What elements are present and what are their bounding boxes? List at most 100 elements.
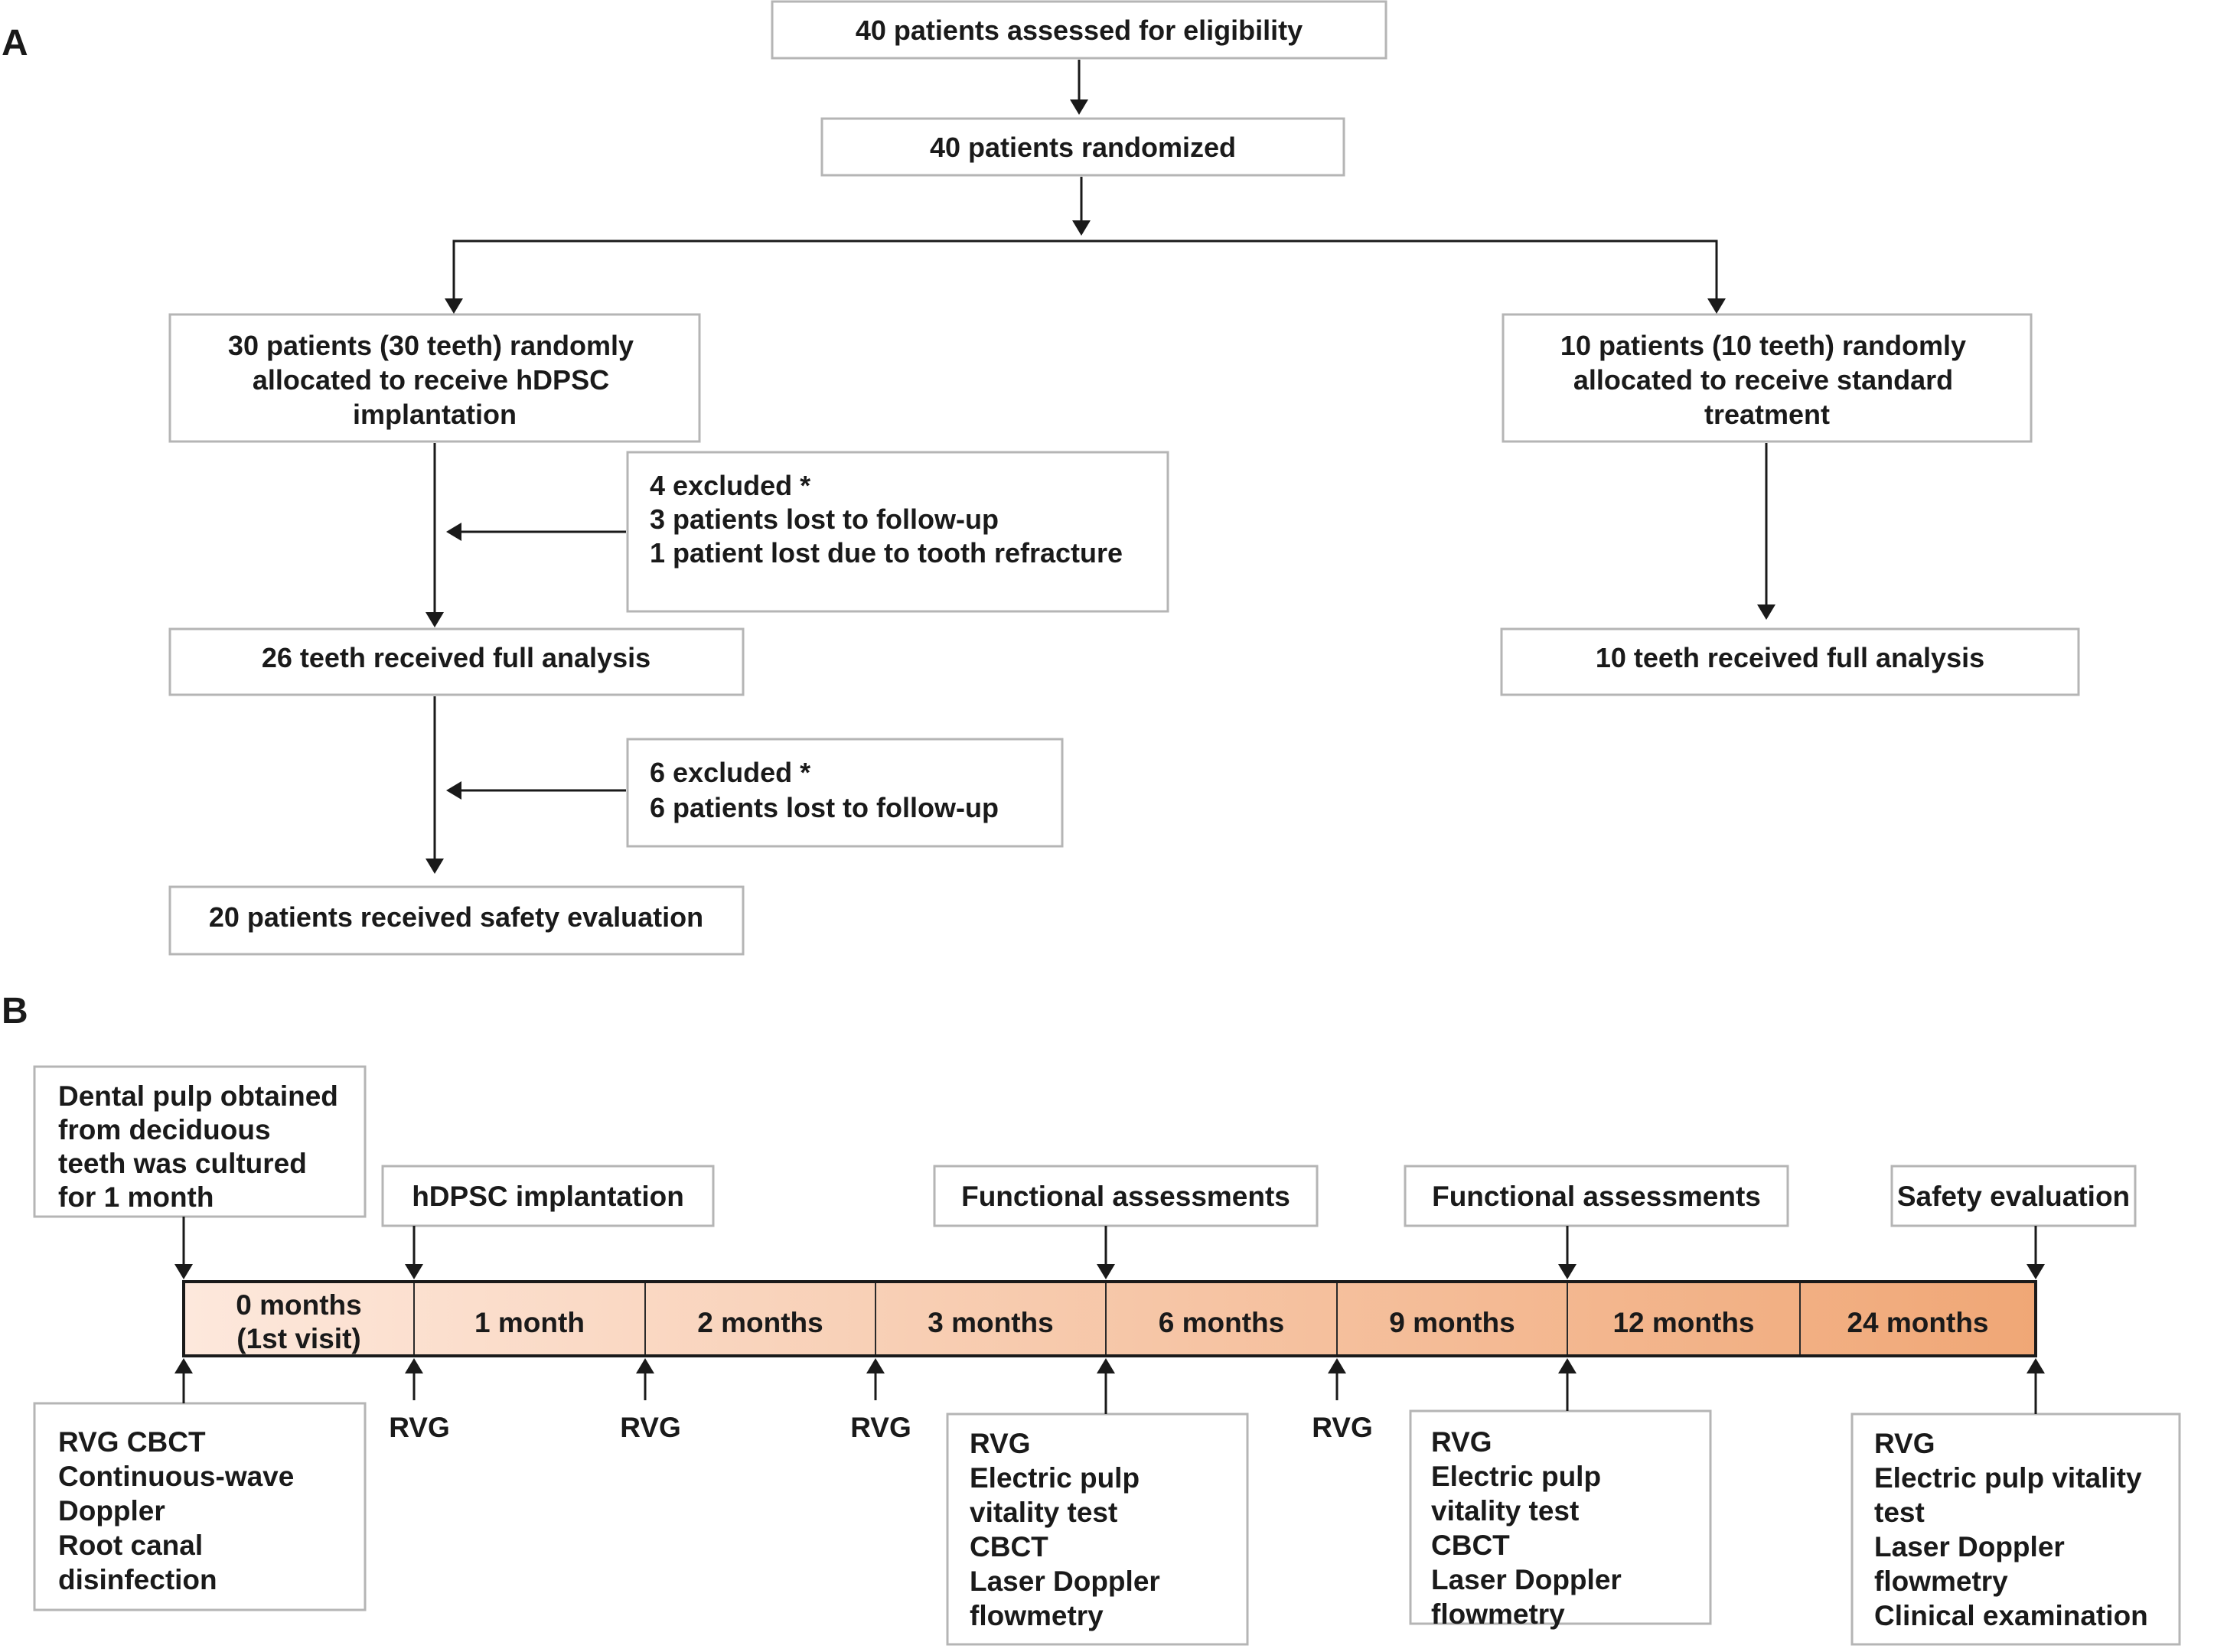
arrowhead-up bbox=[1097, 1358, 1115, 1373]
arrowhead-down bbox=[426, 612, 444, 627]
timeline-bottom-event-text-line: Root canal bbox=[58, 1530, 203, 1561]
right-allocation-text: 10 patients (10 teeth) randomly allocate… bbox=[1560, 330, 1974, 430]
timeline-rvg-label: RVG bbox=[850, 1412, 911, 1443]
timeline-segment-label-line: 24 months bbox=[1847, 1307, 1988, 1338]
timeline-top-event-text-line: Functional assessments bbox=[961, 1181, 1290, 1212]
timeline-top-event-box bbox=[33, 1065, 367, 1218]
timeline-bottom-event-text-line: CBCT bbox=[970, 1531, 1048, 1562]
arrowhead-up bbox=[1558, 1358, 1577, 1373]
timeline-bottom-event-text-line: Laser Doppler bbox=[1431, 1564, 1622, 1595]
right-allocation-line: treatment bbox=[1704, 399, 1830, 430]
timeline-bottom-event-box bbox=[946, 1413, 1249, 1646]
exclusion-1-text: 4 excluded * 3 patients lost to follow-u… bbox=[650, 470, 1123, 569]
arrowhead-up bbox=[1328, 1358, 1346, 1373]
arrowhead-left bbox=[446, 523, 461, 541]
timeline-bottom-event-text-line: Laser Doppler bbox=[1874, 1531, 2065, 1562]
left-allocation-line: allocated to receive hDPSC bbox=[253, 364, 609, 396]
timeline-top-event-text-line: Functional assessments bbox=[1432, 1181, 1761, 1212]
timeline-bottom-event-box bbox=[1850, 1413, 2181, 1646]
timeline-segment-label: 12 months bbox=[1612, 1307, 1754, 1338]
timeline-top-event-text: Functional assessments bbox=[961, 1181, 1290, 1212]
timeline-bottom-event: RVG bbox=[1312, 1412, 1373, 1443]
assessed-text: 40 patients assessed for eligibility bbox=[856, 15, 1303, 46]
timeline-segment-label-line: 2 months bbox=[697, 1307, 823, 1338]
timeline-bottom-event-text-line: Laser Doppler bbox=[970, 1566, 1160, 1597]
arrowhead-up bbox=[636, 1358, 654, 1373]
timeline-rvg-label-line: RVG bbox=[1312, 1412, 1373, 1443]
exclusion-1-line: 3 patients lost to follow-up bbox=[650, 503, 999, 535]
timeline-rvg-label-line: RVG bbox=[850, 1412, 911, 1443]
timeline-segment-label: 0 months(1st visit) bbox=[236, 1289, 361, 1354]
timeline-bottom-event-text-line: RVG bbox=[1874, 1428, 1935, 1459]
timeline-bar bbox=[184, 1282, 2036, 1356]
exclusion-2-line: 6 patients lost to follow-up bbox=[650, 792, 999, 823]
arrowhead-down bbox=[1558, 1264, 1577, 1279]
timeline-top-event-text: Functional assessments bbox=[1432, 1181, 1761, 1212]
assessed-node: 40 patients assessed for eligibility bbox=[771, 0, 1387, 60]
timeline-segment-label-line: (1st visit) bbox=[236, 1323, 360, 1354]
right-analysis-text: 10 teeth received full analysis bbox=[1596, 642, 1984, 673]
timeline-segment-label-line: 12 months bbox=[1612, 1307, 1754, 1338]
timeline-top-event-text-line: Safety evaluation bbox=[1897, 1181, 2130, 1212]
timeline-top-event: Safety evaluation bbox=[1890, 1165, 2137, 1227]
timeline-bottom-event-box bbox=[33, 1402, 367, 1611]
exclusion-2-text: 6 excluded * 6 patients lost to follow-u… bbox=[650, 757, 999, 823]
timeline-bottom-event-text-line: Electric pulp bbox=[1431, 1461, 1601, 1492]
timeline-bottom-event-text-line: Clinical examination bbox=[1874, 1600, 2148, 1631]
panel-label-b: B bbox=[2, 991, 28, 1031]
timeline-segment-label: 24 months bbox=[1847, 1307, 1988, 1338]
timeline-segment-label: 3 months bbox=[928, 1307, 1053, 1338]
timeline-top-event-text-line: from deciduous bbox=[58, 1114, 271, 1145]
left-allocation-line: 30 patients (30 teeth) randomly bbox=[228, 330, 634, 361]
timeline-frame bbox=[182, 1280, 2037, 1357]
timeline-bottom-event: RVG bbox=[620, 1412, 681, 1443]
timeline-bottom-event-text-line: RVG bbox=[1431, 1426, 1492, 1458]
timeline-segment-label: 2 months bbox=[697, 1307, 823, 1338]
timeline-segment-label: 1 month bbox=[474, 1307, 585, 1338]
arrowhead-down bbox=[445, 298, 463, 314]
arrowhead-down bbox=[1070, 99, 1088, 115]
arrowhead-down bbox=[2027, 1264, 2045, 1279]
arrowhead-down bbox=[1707, 298, 1726, 314]
timeline-bottom-event-box bbox=[1409, 1409, 1712, 1625]
right-allocation-line: 10 patients (10 teeth) randomly bbox=[1560, 330, 1966, 361]
arrowhead-down bbox=[1072, 220, 1091, 236]
timeline-bottom-event-text-line: disinfection bbox=[58, 1564, 217, 1595]
left-allocation-text: 30 patients (30 teeth) randomly allocate… bbox=[228, 330, 641, 430]
timeline-bottom-event-text-line: Doppler bbox=[58, 1495, 165, 1527]
timeline-segment-label-line: 3 months bbox=[928, 1307, 1053, 1338]
randomized-node: 40 patients randomized bbox=[820, 117, 1345, 177]
left-allocation-line: implantation bbox=[353, 399, 517, 430]
right-allocation-node: 10 patients (10 teeth) randomly allocate… bbox=[1502, 313, 2033, 443]
flow-connectors bbox=[426, 60, 1775, 874]
exclusion-1-line: 1 patient lost due to tooth refracture bbox=[650, 537, 1123, 569]
timeline-top-event: hDPSC implantation bbox=[381, 1165, 715, 1227]
arrowhead-left bbox=[446, 781, 461, 800]
timeline-bottom-event-text-line: flowmetry bbox=[1431, 1598, 1565, 1630]
timeline-segment-label-line: 0 months bbox=[236, 1289, 361, 1321]
arrowhead-up bbox=[174, 1358, 193, 1373]
timeline-top-event-box bbox=[1404, 1165, 1789, 1227]
right-analysis-node: 10 teeth received full analysis bbox=[1500, 627, 2080, 696]
arrowhead-up bbox=[405, 1358, 423, 1373]
timeline-top-event-box bbox=[1890, 1165, 2137, 1227]
timeline-segment-label-line: 1 month bbox=[474, 1307, 585, 1338]
timeline-top-event-text: Safety evaluation bbox=[1897, 1181, 2130, 1212]
right-allocation-line: allocated to receive standard bbox=[1573, 364, 1953, 396]
exclusion-2-line: 6 excluded * bbox=[650, 757, 810, 788]
timeline-segment-label: 6 months bbox=[1159, 1307, 1284, 1338]
left-analysis-node: 26 teeth received full analysis bbox=[168, 627, 745, 696]
timeline-top-event-box bbox=[933, 1165, 1319, 1227]
exclusion-1-node: 4 excluded * 3 patients lost to follow-u… bbox=[626, 451, 1169, 613]
timeline-bottom-event-text-line: RVG CBCT bbox=[58, 1426, 206, 1458]
arrowhead-down bbox=[1757, 604, 1775, 620]
timeline-bottom-event-text-line: RVG bbox=[970, 1428, 1031, 1459]
timeline-bottom-event-text-line: vitality test bbox=[1431, 1495, 1579, 1527]
